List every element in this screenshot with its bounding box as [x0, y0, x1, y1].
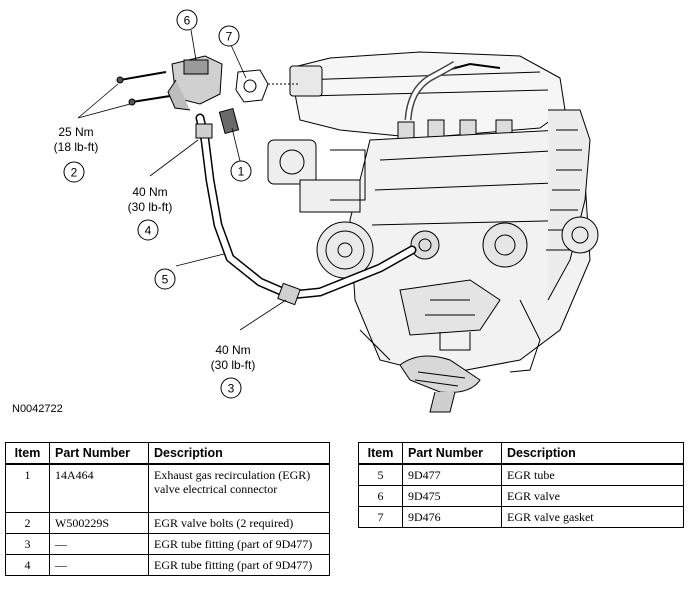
cell-part-number: — — [49, 532, 149, 555]
torque-2-nm: 25 Nm — [58, 125, 93, 139]
torque-3-nm: 40 Nm — [215, 343, 250, 357]
callout-7: 7 — [218, 25, 240, 47]
cell-part-number: W500229S — [49, 511, 149, 534]
svg-text:1: 1 — [238, 165, 245, 179]
table-row: 4 — EGR tube fitting (part of 9D477) — [5, 553, 330, 576]
header-part-number: Part Number — [402, 442, 502, 465]
callout-4: 4 — [137, 219, 159, 241]
cell-item: 5 — [358, 463, 403, 486]
cell-item: 4 — [5, 553, 50, 576]
cell-description: EGR valve bolts (2 required) — [148, 511, 330, 534]
callout-2: 2 — [63, 161, 85, 183]
egr-tube — [195, 113, 417, 306]
header-item: Item — [358, 442, 403, 465]
torque-4-lbft: (30 lb-ft) — [128, 200, 173, 214]
table-header-row: Item Part Number Description — [5, 442, 330, 465]
svg-text:4: 4 — [145, 224, 152, 238]
parts-table-left: Item Part Number Description 1 14A464 Ex… — [5, 442, 330, 576]
egr-valve-assembly — [116, 55, 300, 135]
callout-3: 3 — [220, 377, 242, 399]
cell-description: EGR valve gasket — [501, 506, 684, 528]
svg-text:2: 2 — [71, 166, 78, 180]
cell-item: 6 — [358, 485, 403, 507]
cell-item: 2 — [5, 511, 50, 534]
table-row: 5 9D477 EGR tube — [358, 463, 684, 486]
svg-text:6: 6 — [184, 14, 191, 28]
svg-text:3: 3 — [228, 382, 235, 396]
header-description: Description — [148, 442, 330, 465]
callout-1: 1 — [230, 160, 252, 182]
cell-description: EGR valve — [501, 485, 684, 507]
parts-table-right: Item Part Number Description 5 9D477 EGR… — [358, 442, 684, 528]
cell-item: 3 — [5, 532, 50, 555]
table-row: 3 — EGR tube fitting (part of 9D477) — [5, 532, 330, 555]
cell-item: 1 — [5, 463, 50, 513]
header-part-number: Part Number — [49, 442, 149, 465]
figure-id: N0042722 — [12, 403, 63, 415]
table-row: 2 W500229S EGR valve bolts (2 required) — [5, 511, 330, 534]
cell-description: EGR tube fitting (part of 9D477) — [148, 532, 330, 555]
cell-part-number: 9D476 — [402, 506, 502, 528]
callout-5: 5 — [154, 268, 176, 290]
callout-6: 6 — [176, 9, 198, 31]
cell-part-number: 14A464 — [49, 463, 149, 513]
table-row: 7 9D476 EGR valve gasket — [358, 506, 684, 528]
svg-text:7: 7 — [226, 30, 233, 44]
table-row: 1 14A464 Exhaust gas recirculation (EGR)… — [5, 463, 330, 513]
cell-item: 7 — [358, 506, 403, 528]
torque-2-lbft: (18 lb-ft) — [54, 140, 99, 154]
table-header-row: Item Part Number Description — [358, 442, 684, 465]
leader-lines — [77, 29, 287, 331]
cell-part-number: — — [49, 553, 149, 576]
header-description: Description — [501, 442, 684, 465]
svg-text:5: 5 — [162, 273, 169, 287]
engine-egr-diagram: 6 7 1 2 4 5 3 25 Nm (18 lb-ft) 40 Nm (30… — [54, 9, 599, 413]
engine-illustration — [267, 51, 599, 413]
cell-description: Exhaust gas recirculation (EGR) valve el… — [148, 463, 330, 513]
table-row: 6 9D475 EGR valve — [358, 485, 684, 507]
cell-part-number: 9D477 — [402, 463, 502, 486]
cell-description: EGR tube — [501, 463, 684, 486]
header-item: Item — [5, 442, 50, 465]
cell-description: EGR tube fitting (part of 9D477) — [148, 553, 330, 576]
torque-3-lbft: (30 lb-ft) — [211, 358, 256, 372]
torque-4-nm: 40 Nm — [132, 185, 167, 199]
cell-part-number: 9D475 — [402, 485, 502, 507]
